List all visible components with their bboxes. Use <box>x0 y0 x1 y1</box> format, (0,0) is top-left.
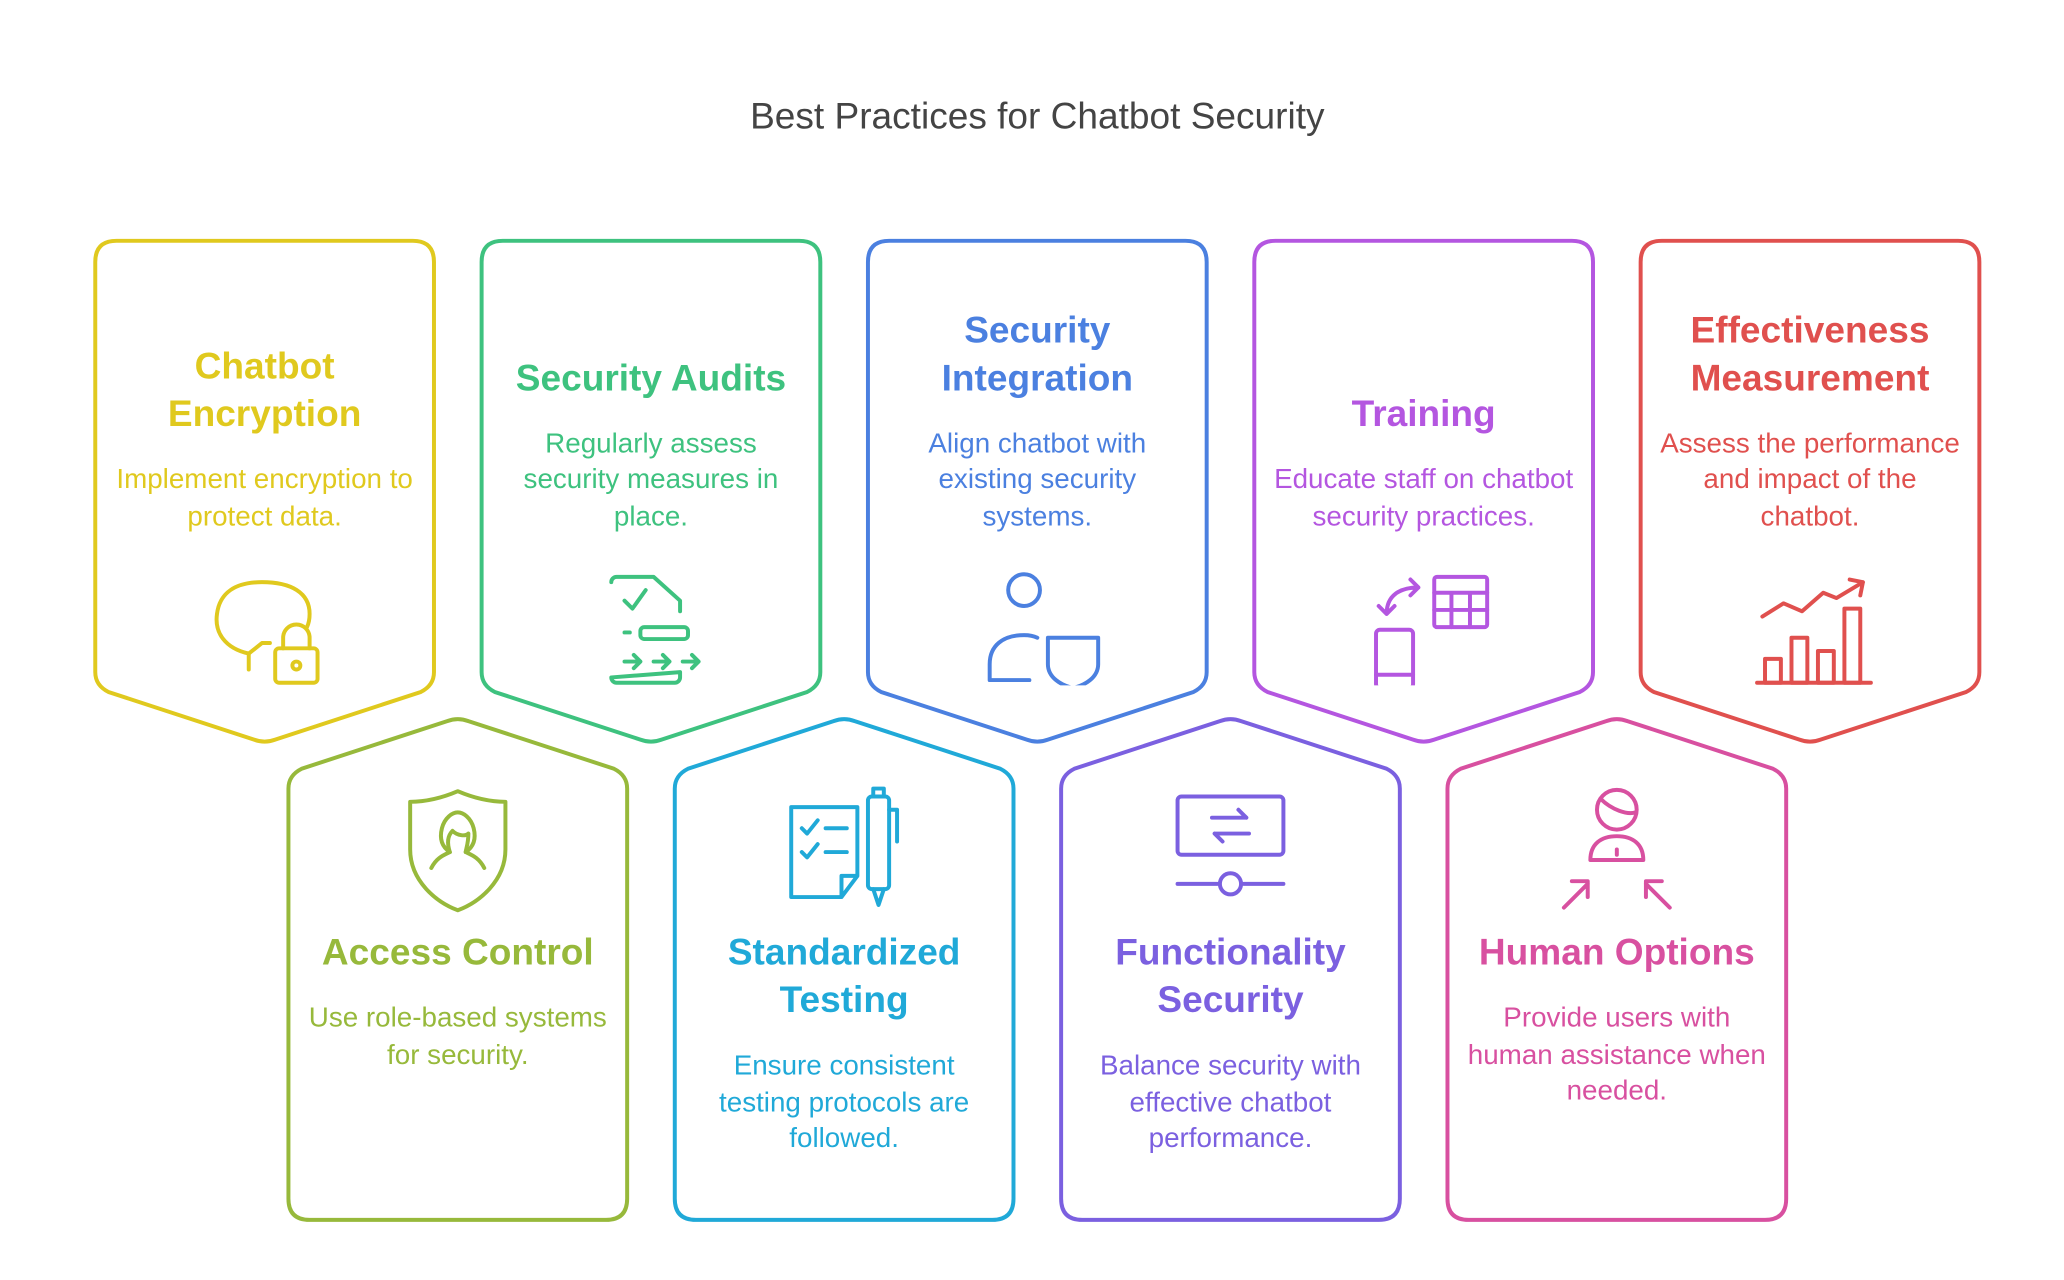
growth-chart-icon <box>1744 553 1876 685</box>
card-description: Align chatbot with existing security sys… <box>928 428 1147 532</box>
card-outline <box>479 238 823 744</box>
card-outline <box>865 238 1209 744</box>
card-description: Educate staff on chatbot security practi… <box>1274 464 1574 532</box>
card-title: Human Options <box>1478 931 1755 973</box>
card-title: Standardized Testing <box>727 931 961 1021</box>
user-shield-icon <box>971 553 1103 690</box>
card-title: Training <box>1351 392 1496 434</box>
balance-slider-icon <box>1164 783 1296 915</box>
card-description: Ensure consistent testing protocols are … <box>719 1050 970 1154</box>
card-description: Regularly assess security measures in pl… <box>523 428 779 532</box>
card-outline <box>1252 238 1595 744</box>
chat-lock-icon <box>198 553 330 685</box>
card-description: Use role-based systems for security. <box>308 1002 607 1070</box>
card-title: Effectiveness Measurement <box>1690 308 1930 398</box>
card-description: Balance security with effective chatbot … <box>1099 1050 1361 1154</box>
page-title: Best Practices for Chatbot Security <box>750 95 1325 137</box>
card-title: Security Integration <box>941 308 1134 398</box>
card-description: Assess the performance and impact of the… <box>1660 428 1960 532</box>
card-title: Functionality Security <box>1115 931 1346 1021</box>
card-outline <box>1445 717 1789 1222</box>
card-outline <box>672 717 1016 1222</box>
card-description: Implement encryption to protect data. <box>116 464 413 532</box>
shield-user-icon <box>392 783 524 915</box>
audit-document-icon <box>585 553 717 685</box>
card-outline <box>93 238 436 744</box>
device-sync-icon <box>1358 553 1490 690</box>
card-outline <box>1059 717 1402 1222</box>
card-description: Provide users with human assistance when… <box>1467 1002 1766 1107</box>
card-title: Chatbot Encryption <box>167 345 362 434</box>
card-title: Access Control <box>321 931 594 973</box>
card-outline <box>1638 238 1982 744</box>
person-arrows-icon <box>1551 783 1683 915</box>
card-outline <box>286 717 630 1222</box>
checklist-pen-icon <box>778 783 910 915</box>
card-title: Security Audits <box>515 356 787 398</box>
